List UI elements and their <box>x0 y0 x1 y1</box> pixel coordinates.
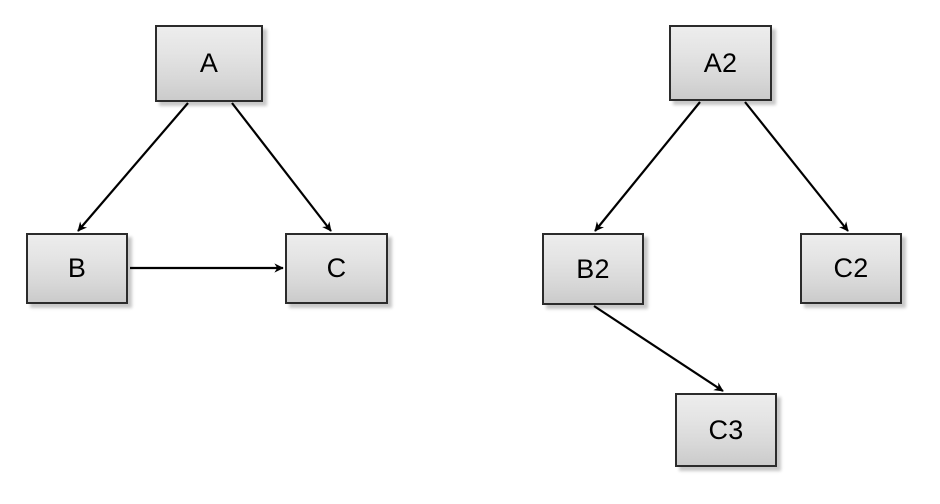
edge-b2-to-c3[interactable] <box>593 305 724 392</box>
node-a2[interactable]: A2 <box>669 25 772 101</box>
node-b[interactable]: B <box>26 233 128 304</box>
edge-a-to-c[interactable] <box>231 102 332 232</box>
node-b2[interactable]: B2 <box>542 233 644 305</box>
node-c[interactable]: C <box>285 233 388 304</box>
node-label-c: C <box>326 253 347 283</box>
node-label-c2: C2 <box>833 253 869 283</box>
node-c3[interactable]: C3 <box>675 393 777 467</box>
edge-a2-to-b2[interactable] <box>594 101 701 232</box>
edge-a2-to-c2[interactable] <box>744 101 849 232</box>
node-label-b2: B2 <box>576 253 610 284</box>
edge-group <box>77 101 849 392</box>
node-a[interactable]: A <box>155 25 263 102</box>
node-c2[interactable]: C2 <box>800 233 902 304</box>
node-label-b: B <box>67 253 87 283</box>
node-label-a2: A2 <box>703 47 738 78</box>
node-label-c3: C3 <box>708 414 744 445</box>
edge-a-to-b[interactable] <box>77 102 189 232</box>
node-label-a: A <box>199 48 219 78</box>
